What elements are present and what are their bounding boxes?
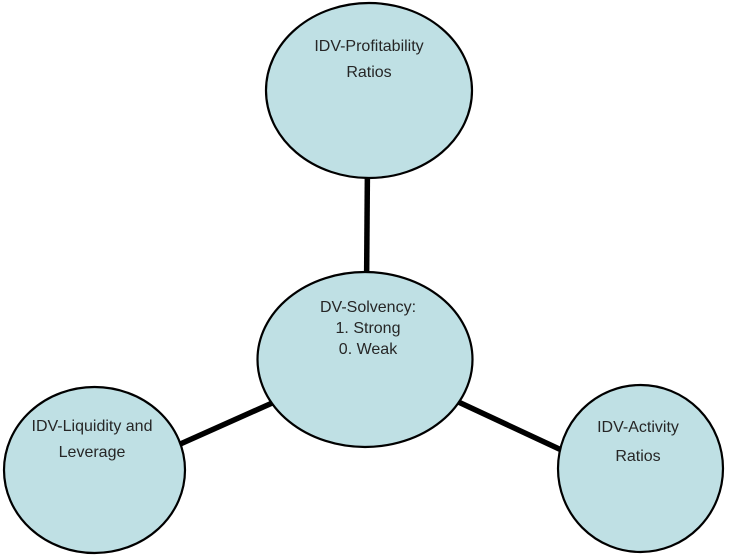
solvency-label-line1: DV-Solvency: (320, 299, 416, 316)
activity-label-line1: IDV-Activity (597, 419, 679, 436)
profitability-ellipse (264, 1, 474, 180)
liquidity-label-line1: IDV-Liquidity and (32, 418, 153, 435)
activity-label-line2: Ratios (615, 448, 660, 465)
liquidity-label-line2: Leverage (59, 444, 126, 461)
node-liquidity: IDV-Liquidity and Leverage (2, 385, 187, 555)
solvency-label-line3: 0. Weak (339, 341, 398, 358)
solvency-label-line2: 1. Strong (336, 320, 401, 337)
profitability-label-line2: Ratios (346, 64, 391, 81)
node-solvency: DV-Solvency: 1. Strong 0. Weak (256, 270, 474, 449)
profitability-label-line1: IDV-Profitability (314, 38, 423, 55)
solvency-ellipse (256, 270, 474, 449)
node-activity: IDV-Activity Ratios (556, 383, 725, 554)
liquidity-ellipse (2, 385, 187, 555)
node-profitability: IDV-Profitability Ratios (264, 1, 474, 180)
activity-ellipse (556, 383, 725, 554)
